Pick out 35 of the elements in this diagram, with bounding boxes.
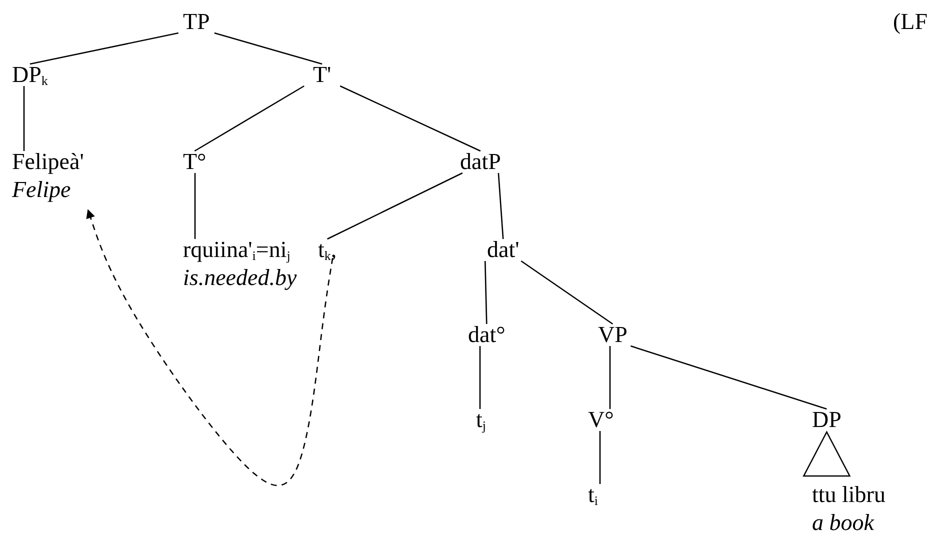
tree-branch xyxy=(214,32,322,65)
gloss-text: a book xyxy=(812,509,876,537)
node-label: dat' xyxy=(487,236,520,264)
node-label: t$_{j}$ xyxy=(476,406,486,434)
tree-branch xyxy=(609,346,611,409)
tree-branch xyxy=(520,260,614,325)
node-label: Felipeà' xyxy=(12,148,84,176)
node-label: rquiina'$_{i}$=ni$_{j}$ xyxy=(183,236,292,264)
tree-branch xyxy=(30,32,179,65)
node-label: T' xyxy=(313,61,332,89)
node-label: DP xyxy=(812,406,842,434)
tree-branch xyxy=(194,85,304,152)
tree-branch xyxy=(484,260,488,324)
tree-branch xyxy=(327,172,463,240)
tree-branch xyxy=(23,86,25,151)
gloss-text: is.needed.by xyxy=(183,264,297,292)
node-label: ttu libru xyxy=(812,481,886,509)
node-label: V° xyxy=(588,406,614,434)
tree-branch xyxy=(479,346,481,409)
tree-branch xyxy=(630,345,827,410)
annotation-text: (LF xyxy=(893,8,928,36)
gloss-text: Felipe xyxy=(12,176,72,204)
node-label: T° xyxy=(183,148,206,176)
node-label: DP$_{k}$ xyxy=(12,61,48,89)
triangle-branch xyxy=(802,430,851,477)
node-label: t$_{i}$ xyxy=(588,481,598,509)
node-label: TP xyxy=(183,8,210,36)
tree-branch xyxy=(340,85,481,152)
movement-arrow xyxy=(86,209,334,486)
tree-branch xyxy=(498,172,504,240)
tree-branch xyxy=(194,173,196,239)
node-label: VP xyxy=(598,321,628,349)
node-label: datP xyxy=(460,148,501,176)
node-label: dat° xyxy=(468,321,506,349)
tree-branch xyxy=(599,431,601,484)
